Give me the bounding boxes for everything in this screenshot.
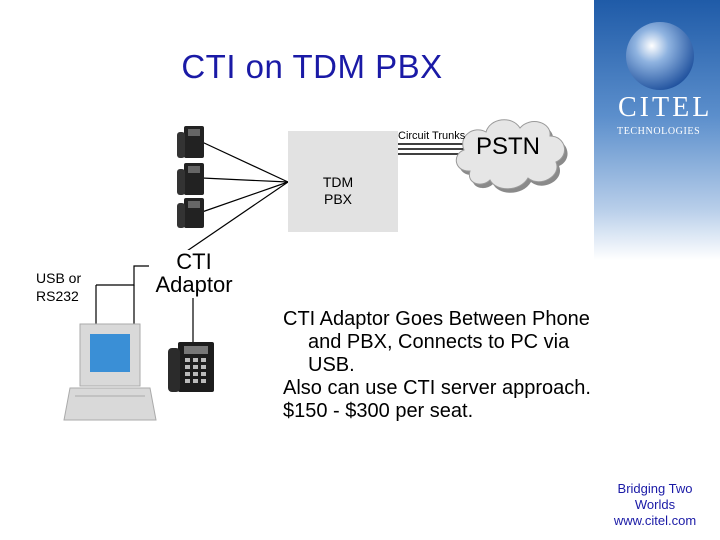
multiline-phone-icon	[168, 342, 214, 392]
desk-phone-icon-2	[177, 163, 204, 195]
tdm-pbx-box	[288, 131, 398, 232]
footer-line1: Bridging Two	[617, 481, 693, 496]
circuit-trunks-label: Circuit Trunks	[398, 130, 466, 142]
globe-logo-icon	[626, 22, 694, 90]
pstn-cloud-icon	[455, 119, 568, 193]
tdm-pbx-label: TDM PBX	[288, 174, 388, 208]
citel-logo-subtitle: TECHNOLOGIES	[617, 126, 701, 137]
body-paragraph-2: Also can use CTI server approach.	[283, 377, 591, 399]
usb-label-line2: RS232	[36, 288, 79, 304]
usb-rs232-label: USB or RS232	[36, 269, 81, 305]
body-text: CTI Adaptor Goes Between Phone and PBX, …	[283, 308, 603, 423]
footer-tagline: Bridging Two Worlds www.citel.com	[596, 481, 714, 529]
citel-logo-wordmark: CITEL	[618, 92, 713, 123]
adaptor-label-line2: Adaptor	[155, 272, 233, 297]
pbx-label-line1: TDM	[322, 174, 354, 190]
cti-adaptor-label: CTI Adaptor	[149, 250, 239, 298]
desk-phone-icon-3	[177, 198, 204, 228]
pstn-label: PSTN	[476, 133, 541, 160]
usb-label-line1: USB or	[36, 270, 82, 286]
usb-link-lines	[95, 265, 149, 330]
page-title: CTI on TDM PBX	[181, 48, 443, 85]
body-paragraph-1: CTI Adaptor Goes Between Phone and PBX, …	[283, 308, 590, 376]
computer-icon	[63, 323, 157, 421]
pbx-label-line2: PBX	[323, 191, 352, 207]
footer-url[interactable]: www.citel.com	[613, 513, 697, 528]
footer-line2: Worlds	[634, 497, 676, 512]
desk-phone-icon-1	[177, 126, 204, 158]
adaptor-label-line1: CTI	[176, 249, 212, 274]
body-paragraph-3: $150 - $300 per seat.	[283, 400, 474, 422]
